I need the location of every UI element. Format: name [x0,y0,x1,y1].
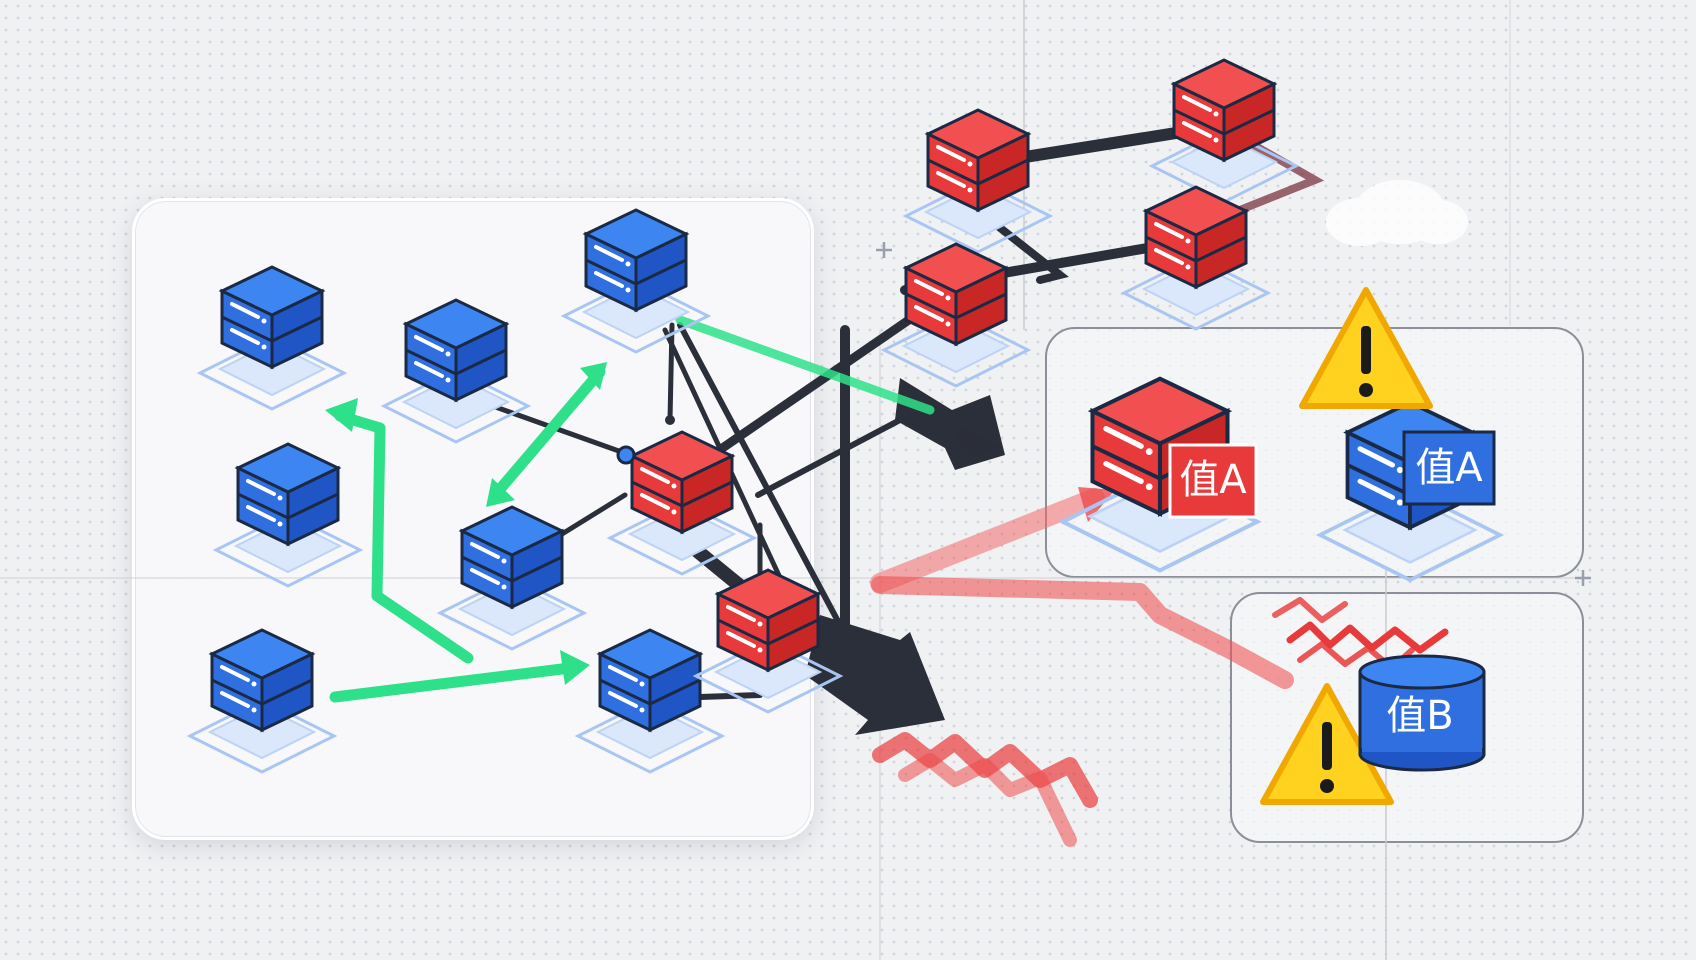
warning-icon [1302,290,1430,406]
value-a-red-tag [1168,443,1258,519]
server-icon [904,108,1052,254]
server-icon [1150,58,1298,204]
server-icon [214,442,362,588]
broken-link-icon [870,487,1449,847]
node-dot [616,445,636,465]
server-icon [576,628,724,774]
server-icon [694,568,842,714]
server-icon [882,242,1030,388]
green-links [329,315,935,703]
cloud-shape [1326,180,1468,246]
server-icon [188,628,336,774]
arrow-icon [805,378,1005,735]
server-icon [382,298,530,444]
value-a-blue-label: 值A [1415,445,1483,491]
value-a-blue-tag [1402,430,1496,506]
value-a-red-label: 值A [1179,457,1247,503]
plus-marks [876,242,1591,586]
node-dot [665,415,675,425]
database-icon [1358,654,1486,772]
dark-links [487,124,1201,700]
value-b-label: 值B [1386,693,1453,739]
server-icon [438,505,586,651]
server-icon [198,265,346,411]
green-arrowheads [325,362,607,685]
